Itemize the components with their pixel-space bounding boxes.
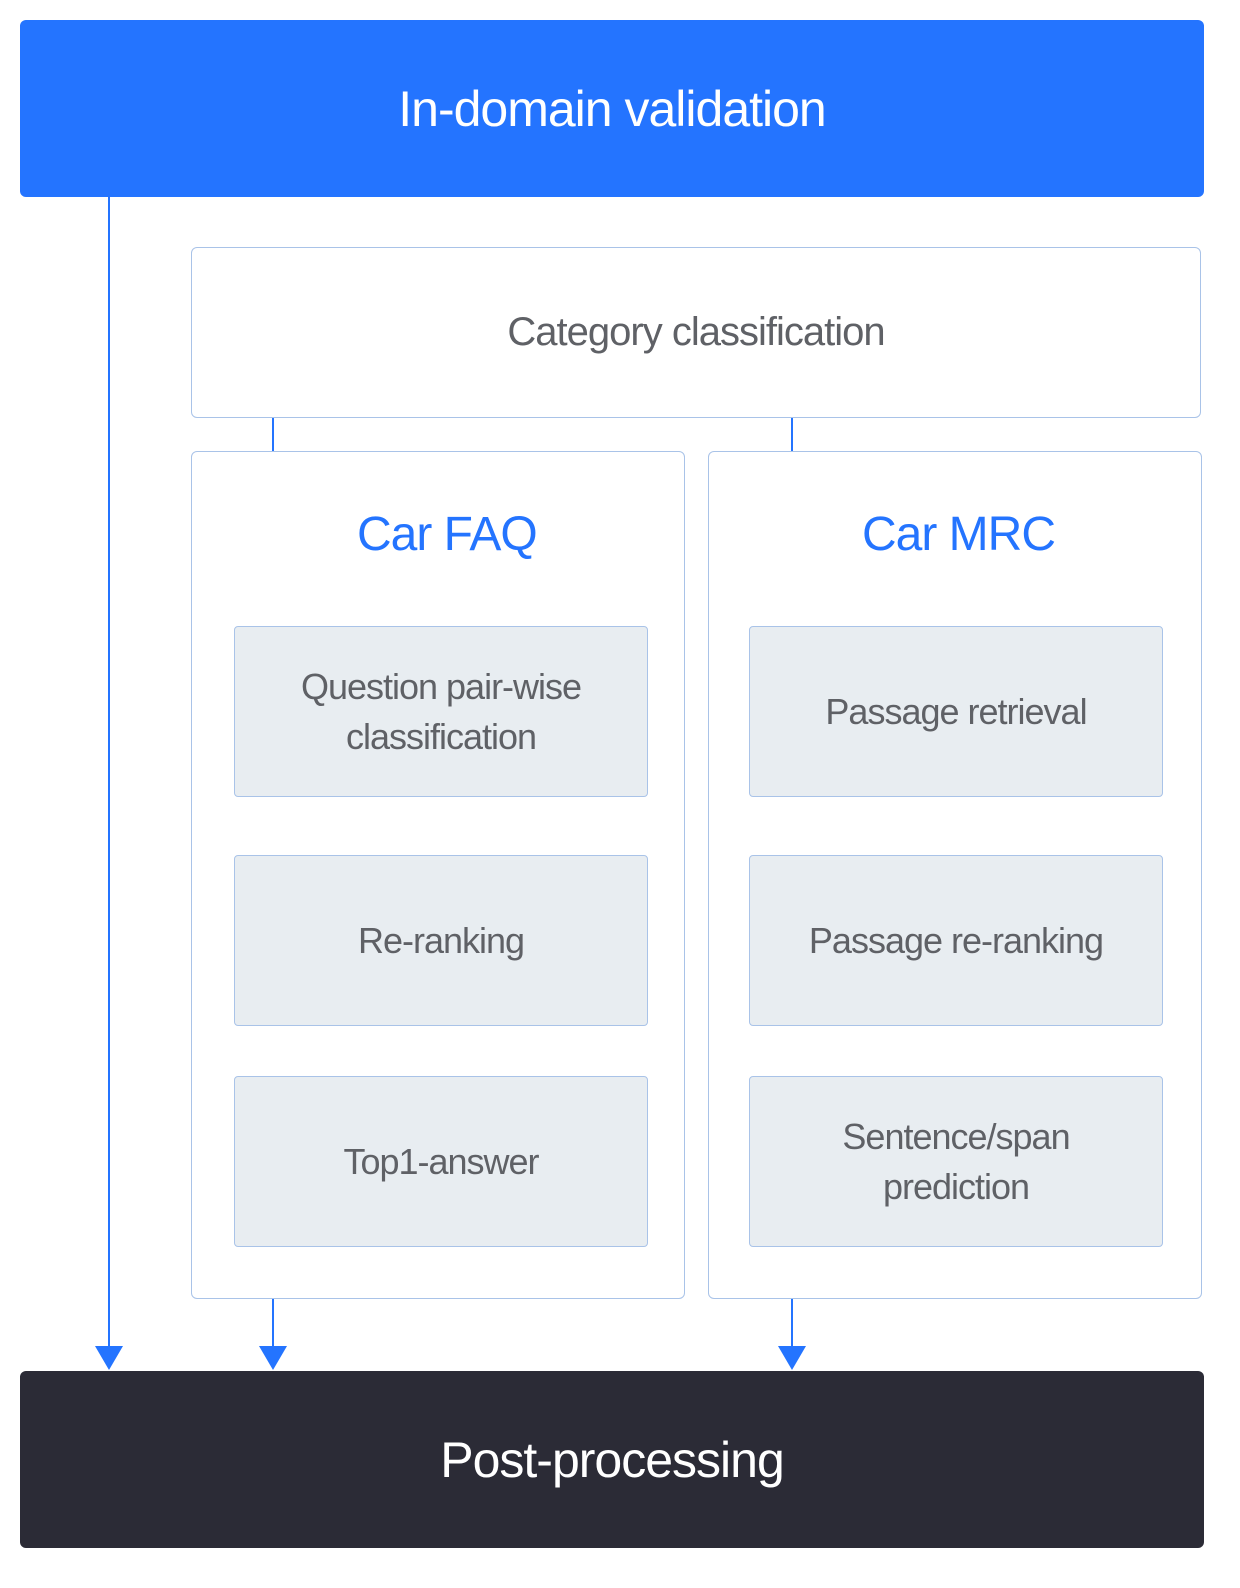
mrc-step-span-prediction: Sentence/span prediction xyxy=(749,1076,1163,1247)
faq-step-re-ranking: Re-ranking xyxy=(234,855,648,1026)
post-processing-label: Post-processing xyxy=(440,1431,784,1488)
arrowhead-mrc-exit xyxy=(778,1346,806,1370)
faq-step-1-line-1: Question pair-wise xyxy=(300,665,582,707)
post-processing-box: Post-processing xyxy=(20,1371,1204,1548)
faq-step-2-line-1: Re-ranking xyxy=(357,919,525,961)
car-mrc-title: Car MRC xyxy=(862,508,1056,561)
category-classification-label: Category classification xyxy=(507,310,885,354)
faq-step-question-classification: Question pair-wise classification xyxy=(234,626,648,797)
in-domain-validation-label: In-domain validation xyxy=(398,80,826,137)
faq-step-1-line-2: classification xyxy=(345,715,537,757)
arrowhead-faq-exit xyxy=(259,1346,287,1370)
in-domain-validation-box: In-domain validation xyxy=(20,20,1204,197)
mrc-step-passage-retrieval: Passage retrieval xyxy=(749,626,1163,797)
faq-step-3-line-1: Top1-answer xyxy=(343,1140,539,1182)
mrc-step-1-line-1: Passage retrieval xyxy=(825,690,1087,732)
mrc-step-passage-re-ranking: Passage re-ranking xyxy=(749,855,1163,1026)
mrc-step-2-line-1: Passage re-ranking xyxy=(808,919,1104,961)
mrc-step-3-line-2: prediction xyxy=(882,1165,1030,1207)
car-faq-title: Car FAQ xyxy=(357,508,538,561)
category-classification-box: Category classification xyxy=(191,247,1201,418)
mrc-step-3-line-1: Sentence/span xyxy=(842,1115,1070,1157)
faq-step-top1-answer: Top1-answer xyxy=(234,1076,648,1247)
arrowhead-bypass xyxy=(95,1346,123,1370)
